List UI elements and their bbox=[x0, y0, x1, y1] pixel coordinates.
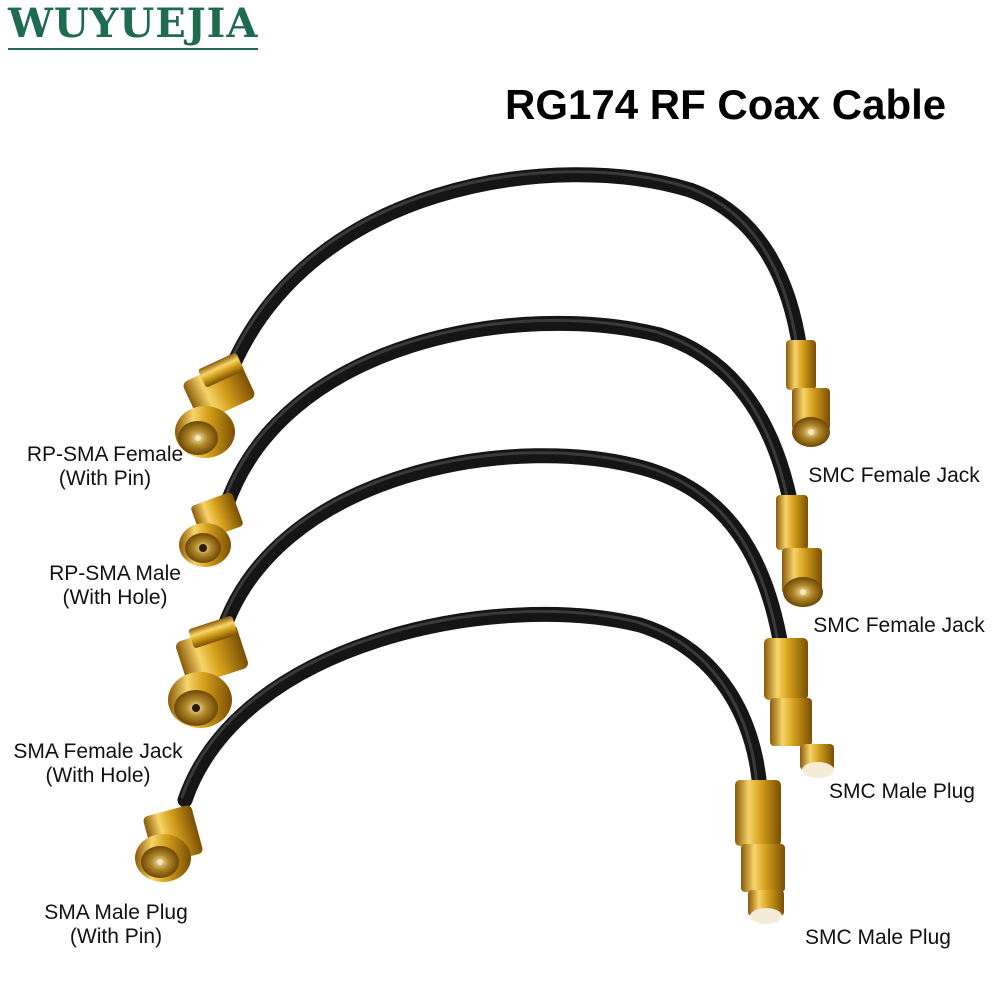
rp-sma-male-connector bbox=[179, 492, 243, 567]
smc-male-plug-connector bbox=[764, 638, 834, 778]
cable-1 bbox=[175, 167, 830, 458]
label-smc-male-plug-2: SMC Male Plug bbox=[805, 926, 951, 949]
cable-2 bbox=[179, 315, 823, 607]
rp-sma-female-connector bbox=[175, 353, 255, 458]
cable-4 bbox=[135, 606, 785, 924]
label-sma-male-plug: SMA Male Plug (With Pin) bbox=[44, 901, 188, 948]
smc-female-jack-connector bbox=[786, 340, 830, 447]
page-title: RG174 RF Coax Cable bbox=[505, 81, 947, 128]
label-sma-female-jack: SMA Female Jack (With Hole) bbox=[13, 740, 183, 787]
brand-logo: WUYUEJIA bbox=[8, 2, 259, 50]
label-rp-sma-female: RP-SMA Female (With Pin) bbox=[26, 443, 184, 490]
label-smc-female-jack-1: SMC Female Jack bbox=[808, 464, 980, 487]
smc-male-plug-connector bbox=[735, 780, 785, 924]
label-smc-female-jack-2: SMC Female Jack bbox=[813, 614, 985, 637]
label-rp-sma-male: RP-SMA Male (With Hole) bbox=[49, 562, 181, 609]
sma-male-plug-connector bbox=[135, 805, 203, 882]
cable-3 bbox=[168, 448, 834, 778]
sma-female-jack-connector bbox=[168, 616, 248, 728]
label-smc-male-plug-1: SMC Male Plug bbox=[829, 780, 975, 803]
smc-female-jack-connector bbox=[776, 495, 823, 607]
